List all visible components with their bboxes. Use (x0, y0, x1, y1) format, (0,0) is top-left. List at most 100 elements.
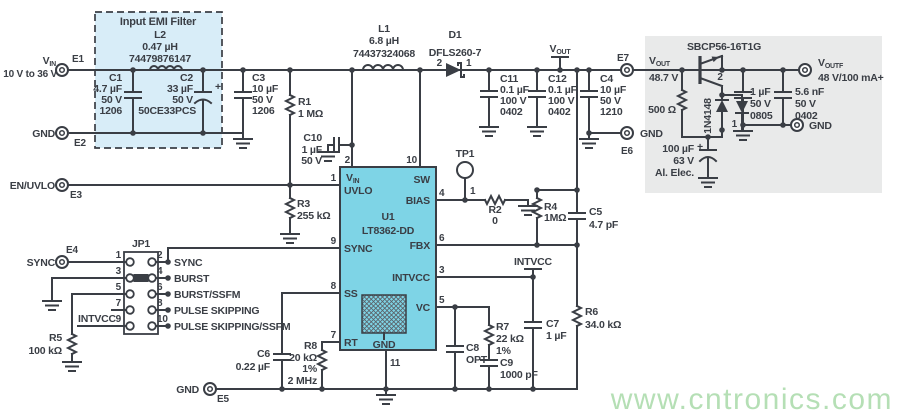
svg-text:C10: C10 (303, 132, 322, 144)
svg-text:500 Ω: 500 Ω (648, 104, 676, 116)
inductor-l2-symbol (148, 65, 184, 72)
svg-text:1: 1 (116, 250, 122, 261)
svg-text:34.0 kΩ: 34.0 kΩ (585, 319, 621, 331)
diode-1n4148-symbol (716, 100, 728, 112)
jp1-intvcc-label: INTVCC (78, 313, 117, 325)
svg-text:1: 1 (470, 186, 476, 197)
svg-text:50 V: 50 V (750, 98, 771, 110)
jp1-pin-circles (125, 257, 157, 331)
e5-label: E5 (217, 394, 229, 405)
svg-text:1: 1 (732, 119, 738, 130)
svg-text:50 V: 50 V (172, 94, 193, 106)
svg-text:C7: C7 (546, 318, 559, 330)
svg-text:SW: SW (413, 174, 430, 186)
ground-r5 (62, 355, 82, 372)
diode-be-clamp-symbol (736, 101, 748, 113)
svg-text:74437324068: 74437324068 (353, 48, 415, 60)
svg-text:1: 1 (466, 58, 472, 69)
svg-text:100 kΩ: 100 kΩ (29, 345, 63, 357)
terminal-e5 (203, 382, 217, 396)
svg-text:48.7 V: 48.7 V (649, 72, 678, 84)
svg-text:22 kΩ: 22 kΩ (496, 333, 524, 345)
svg-text:50 V: 50 V (252, 94, 273, 106)
emi-filter-labels: Input EMI Filter L2 0.47 µH 74479876147 … (93, 16, 221, 117)
svg-text:11: 11 (390, 358, 401, 369)
svg-text:DFLS260-7: DFLS260-7 (429, 47, 482, 59)
chip-part: LT8362-DD (362, 225, 415, 237)
gnd-e6-label: GND (640, 128, 663, 140)
terminal-e7 (620, 63, 634, 77)
svg-text:9: 9 (116, 314, 122, 325)
jp1-labels: JP1 1 3 5 7 9 2 4 6 8 10 SYNC BURST BURS… (78, 238, 291, 333)
resistor-r7-symbol (484, 324, 494, 346)
svg-text:10: 10 (406, 155, 417, 166)
svg-text:10: 10 (157, 314, 168, 325)
svg-text:3: 3 (439, 265, 445, 276)
terminal-e2 (55, 126, 69, 140)
svg-text:2: 2 (717, 72, 723, 83)
svg-text:50 V: 50 V (301, 155, 322, 167)
ground-c12 (527, 120, 547, 137)
svg-text:0.1 µF: 0.1 µF (548, 84, 578, 96)
output-filter-box (645, 36, 882, 193)
junction-dots (130, 67, 786, 392)
svg-text:Al. Elec.: Al. Elec. (655, 167, 694, 179)
resistor-r2-symbol (484, 195, 506, 205)
svg-text:63 V: 63 V (673, 155, 694, 167)
chip-exposed-pad (361, 294, 407, 334)
svg-text:SYNC: SYNC (174, 257, 203, 269)
svg-text:R6: R6 (585, 306, 598, 318)
svg-text:9: 9 (331, 236, 337, 247)
chip-u1-labels: VIN UVLO SW U1 LT8362-DD SYNC BIAS FBX S… (331, 155, 446, 369)
e6-label: E6 (621, 146, 633, 157)
testpoint-tp1 (456, 161, 474, 179)
watermark: www.cntronics.com (610, 383, 893, 416)
gnd-out-label: GND (809, 120, 832, 132)
diode-d1-symbol (446, 63, 461, 77)
svg-text:4.7 µF: 4.7 µF (93, 83, 123, 95)
resistor-r1-symbol (285, 94, 295, 116)
svg-text:8: 8 (331, 281, 337, 292)
d2-part-label: 1N4148 (702, 98, 714, 134)
resistor-r4-symbol (532, 197, 542, 219)
svg-text:100 V: 100 V (500, 95, 527, 107)
svg-text:50 V: 50 V (101, 94, 122, 106)
svg-text:RT: RT (344, 337, 358, 349)
svg-text:C4: C4 (600, 73, 613, 85)
svg-text:UVLO: UVLO (344, 185, 372, 197)
resistor-r3-symbol (285, 197, 295, 219)
svg-text:4.7 pF: 4.7 pF (589, 219, 619, 231)
svg-text:2 MHz: 2 MHz (288, 375, 317, 387)
svg-text:1MΩ: 1MΩ (544, 212, 566, 224)
svg-text:0.47 µH: 0.47 µH (142, 41, 178, 53)
control-labels: R3 255 kΩ TP1 1 R2 0 R4 1MΩ C5 4.7 pF R6… (29, 148, 622, 387)
voutf-label: VOUTF (818, 57, 844, 70)
svg-text:10 µF: 10 µF (600, 84, 627, 96)
ground-c11 (479, 120, 499, 137)
svg-text:1 µF: 1 µF (302, 144, 323, 156)
tp1-label: TP1 (456, 148, 475, 160)
svg-text:3: 3 (116, 266, 122, 277)
vout-node-label: VOUT (649, 55, 671, 68)
e3-label: E3 (70, 190, 82, 201)
vout-flag-label: VOUT (550, 43, 572, 56)
svg-text:33 µF: 33 µF (167, 83, 194, 95)
svg-text:SS: SS (344, 288, 358, 300)
jp1-jumper-shunt (133, 274, 149, 282)
svg-text:1: 1 (331, 173, 337, 184)
svg-text:1 MΩ: 1 MΩ (298, 108, 323, 120)
svg-text:SYNC: SYNC (344, 243, 373, 255)
emi-filter-box (94, 11, 223, 149)
svg-text:6: 6 (157, 282, 163, 293)
ground-jp1-pin3 (42, 294, 62, 311)
svg-text:VIN: VIN (346, 172, 360, 185)
svg-text:5: 5 (116, 282, 122, 293)
svg-text:BURST: BURST (174, 273, 210, 285)
svg-text:4: 4 (157, 266, 163, 277)
svg-text:L2: L2 (154, 29, 166, 41)
svg-text:1210: 1210 (600, 106, 623, 118)
e4-label: E4 (66, 245, 78, 256)
svg-text:0402: 0402 (548, 106, 571, 118)
svg-text:100 µF: 100 µF (662, 143, 694, 155)
power-path-labels: C3 10 µF 50 V 1206 R1 1 MΩ C10 1 µF 50 V… (252, 23, 664, 167)
